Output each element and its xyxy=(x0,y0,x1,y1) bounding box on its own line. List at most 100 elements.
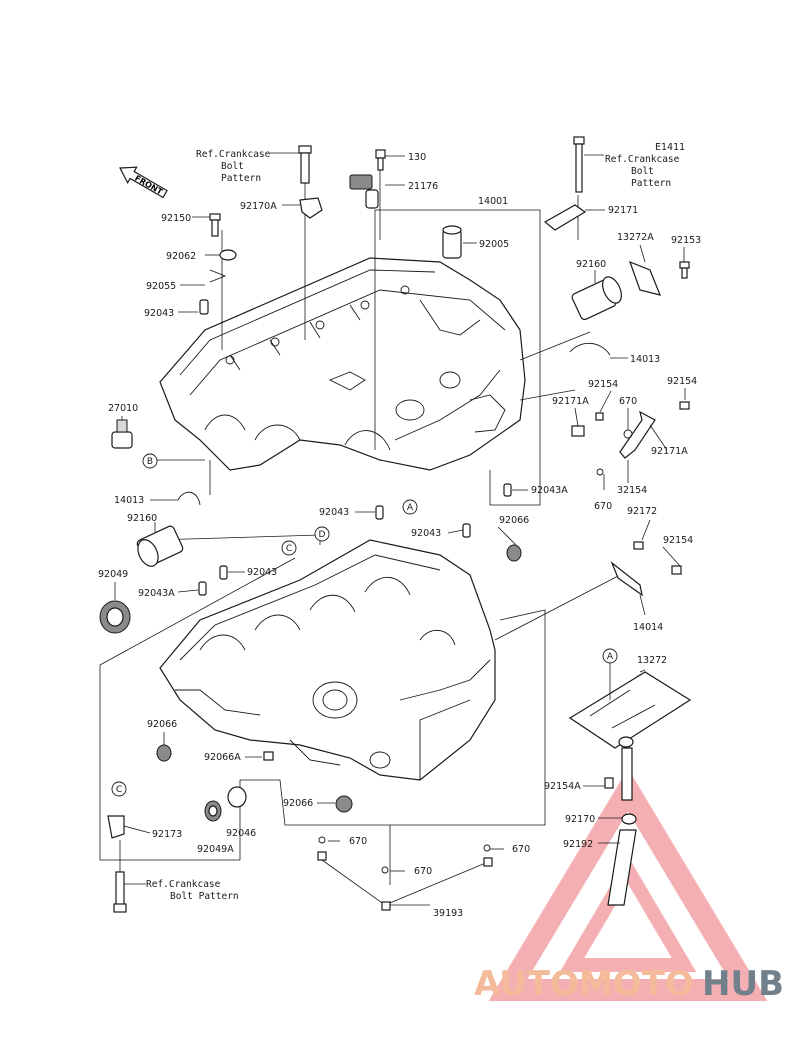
oring-92055 xyxy=(180,269,227,286)
plug-92066-a xyxy=(506,544,522,562)
ref-crankcase-top-right: Ref.Crankcase Bolt Pattern xyxy=(605,154,680,189)
label-670-e: 670 xyxy=(414,866,432,877)
label-27010: 27010 xyxy=(108,403,138,414)
watermark-triangle-outer xyxy=(488,768,768,1001)
part-labels: 130 21176 14001 92171 92150 92170A 92062… xyxy=(98,152,701,919)
front-label: FRONT xyxy=(133,174,164,197)
strainer-13272 xyxy=(568,662,692,801)
label-14001: 14001 xyxy=(478,196,508,207)
front-arrow: FRONT xyxy=(119,166,168,199)
bearing-92160-lower xyxy=(136,522,184,567)
svg-text:B: B xyxy=(147,457,153,467)
pipe-92192 xyxy=(607,813,637,906)
plug-92066-b xyxy=(156,744,172,762)
dowel-92043-mid xyxy=(198,483,512,596)
fitting-92005 xyxy=(442,225,477,259)
svg-text:C: C xyxy=(116,785,122,795)
svg-text:Pattern: Pattern xyxy=(221,173,261,184)
plug-92066A xyxy=(263,751,274,761)
label-13272: 13272 xyxy=(637,655,667,666)
seal-92049 xyxy=(99,582,131,634)
label-92043-top: 92043 xyxy=(144,308,174,319)
callout-c-bottom: C xyxy=(111,781,127,797)
label-92171A-a: 92171A xyxy=(552,396,589,407)
svg-text:D: D xyxy=(319,530,326,540)
label-39193: 39193 xyxy=(433,908,463,919)
clip-92170A xyxy=(282,197,323,219)
label-leaders xyxy=(123,247,686,872)
leader-lines xyxy=(99,165,621,890)
label-32154: 32154 xyxy=(617,485,647,496)
ref-crankcase-bottom: Ref.Crankcase Bolt Pattern xyxy=(146,879,239,902)
seal-92049A xyxy=(204,800,222,822)
lower-crankcase xyxy=(159,539,496,781)
label-670-d: 670 xyxy=(512,844,530,855)
cover-14013-lower xyxy=(150,491,201,506)
label-92043-d: 92043 xyxy=(247,567,277,578)
label-92160-top: 92160 xyxy=(576,259,606,270)
label-92172: 92172 xyxy=(627,506,657,517)
label-670-c: 670 xyxy=(349,836,367,847)
label-92049A: 92049A xyxy=(197,844,234,855)
label-21176: 21176 xyxy=(408,181,438,192)
svg-text:Ref.Crankcase: Ref.Crankcase xyxy=(146,879,221,890)
label-92154-b: 92154 xyxy=(667,376,697,387)
upper-crankcase xyxy=(159,257,526,471)
label-92066A: 92066A xyxy=(204,752,241,763)
label-670-b: 670 xyxy=(594,501,612,512)
label-92170: 92170 xyxy=(565,814,595,825)
label-92154-a: 92154 xyxy=(588,379,618,390)
watermark-triangle-inner xyxy=(559,856,697,972)
bearing-92046 xyxy=(227,786,247,808)
label-92043A-a: 92043A xyxy=(531,485,568,496)
bolt-92150 xyxy=(192,213,221,237)
collar-92062 xyxy=(205,249,237,261)
svg-text:Ref.Crankcase: Ref.Crankcase xyxy=(605,154,680,165)
oil-pipe-32154 xyxy=(571,401,690,490)
sensor-21176 xyxy=(349,174,405,209)
plate-14014 xyxy=(610,541,682,616)
label-92043A-b: 92043A xyxy=(138,588,175,599)
svg-text:Bolt Pattern: Bolt Pattern xyxy=(170,891,239,902)
svg-text:A: A xyxy=(407,503,414,513)
label-92055: 92055 xyxy=(146,281,176,292)
label-92173: 92173 xyxy=(152,829,182,840)
svg-text:Bolt: Bolt xyxy=(221,161,244,172)
label-670-a: 670 xyxy=(619,396,637,407)
callout-d: D xyxy=(314,526,330,542)
watermark-auto-text: AUTOMOTO xyxy=(474,964,694,1004)
bolt-130 xyxy=(375,149,405,171)
label-92062: 92062 xyxy=(166,251,196,262)
label-92066-a: 92066 xyxy=(499,515,529,526)
dowel-92043-top xyxy=(178,299,209,315)
callout-c-top: C xyxy=(281,540,297,556)
label-92150: 92150 xyxy=(161,213,191,224)
label-92046: 92046 xyxy=(226,828,256,839)
bolt-92153 xyxy=(679,261,690,279)
callout-a-bottom: A xyxy=(602,648,618,664)
ref-bolt-left xyxy=(270,145,312,184)
svg-text:Bolt: Bolt xyxy=(631,166,654,177)
svg-text:C: C xyxy=(286,544,292,554)
pipe-39193 xyxy=(317,836,493,911)
svg-text:Pattern: Pattern xyxy=(631,178,671,189)
callout-a-top: A xyxy=(402,499,418,515)
plug-92066-c xyxy=(335,795,353,813)
watermark-hub-text: HUB xyxy=(702,964,784,1004)
cover-14013-upper xyxy=(569,342,628,359)
switch-27010 xyxy=(111,416,133,449)
bolt-92154A xyxy=(604,777,614,789)
label-92005: 92005 xyxy=(479,239,509,250)
label-92153: 92153 xyxy=(671,235,701,246)
bracket-13272A xyxy=(628,244,661,296)
svg-text:A: A xyxy=(607,652,614,662)
callout-b-right: B xyxy=(142,453,158,469)
label-14013-top: 14013 xyxy=(630,354,660,365)
watermark-logo: AUTOMOTO HUB xyxy=(474,768,784,1004)
plate-92171 xyxy=(543,204,605,231)
label-130: 130 xyxy=(408,152,426,163)
label-13272A: 13272A xyxy=(617,232,654,243)
svg-text:Ref.Crankcase: Ref.Crankcase xyxy=(196,149,271,160)
label-92154-c: 92154 xyxy=(663,535,693,546)
